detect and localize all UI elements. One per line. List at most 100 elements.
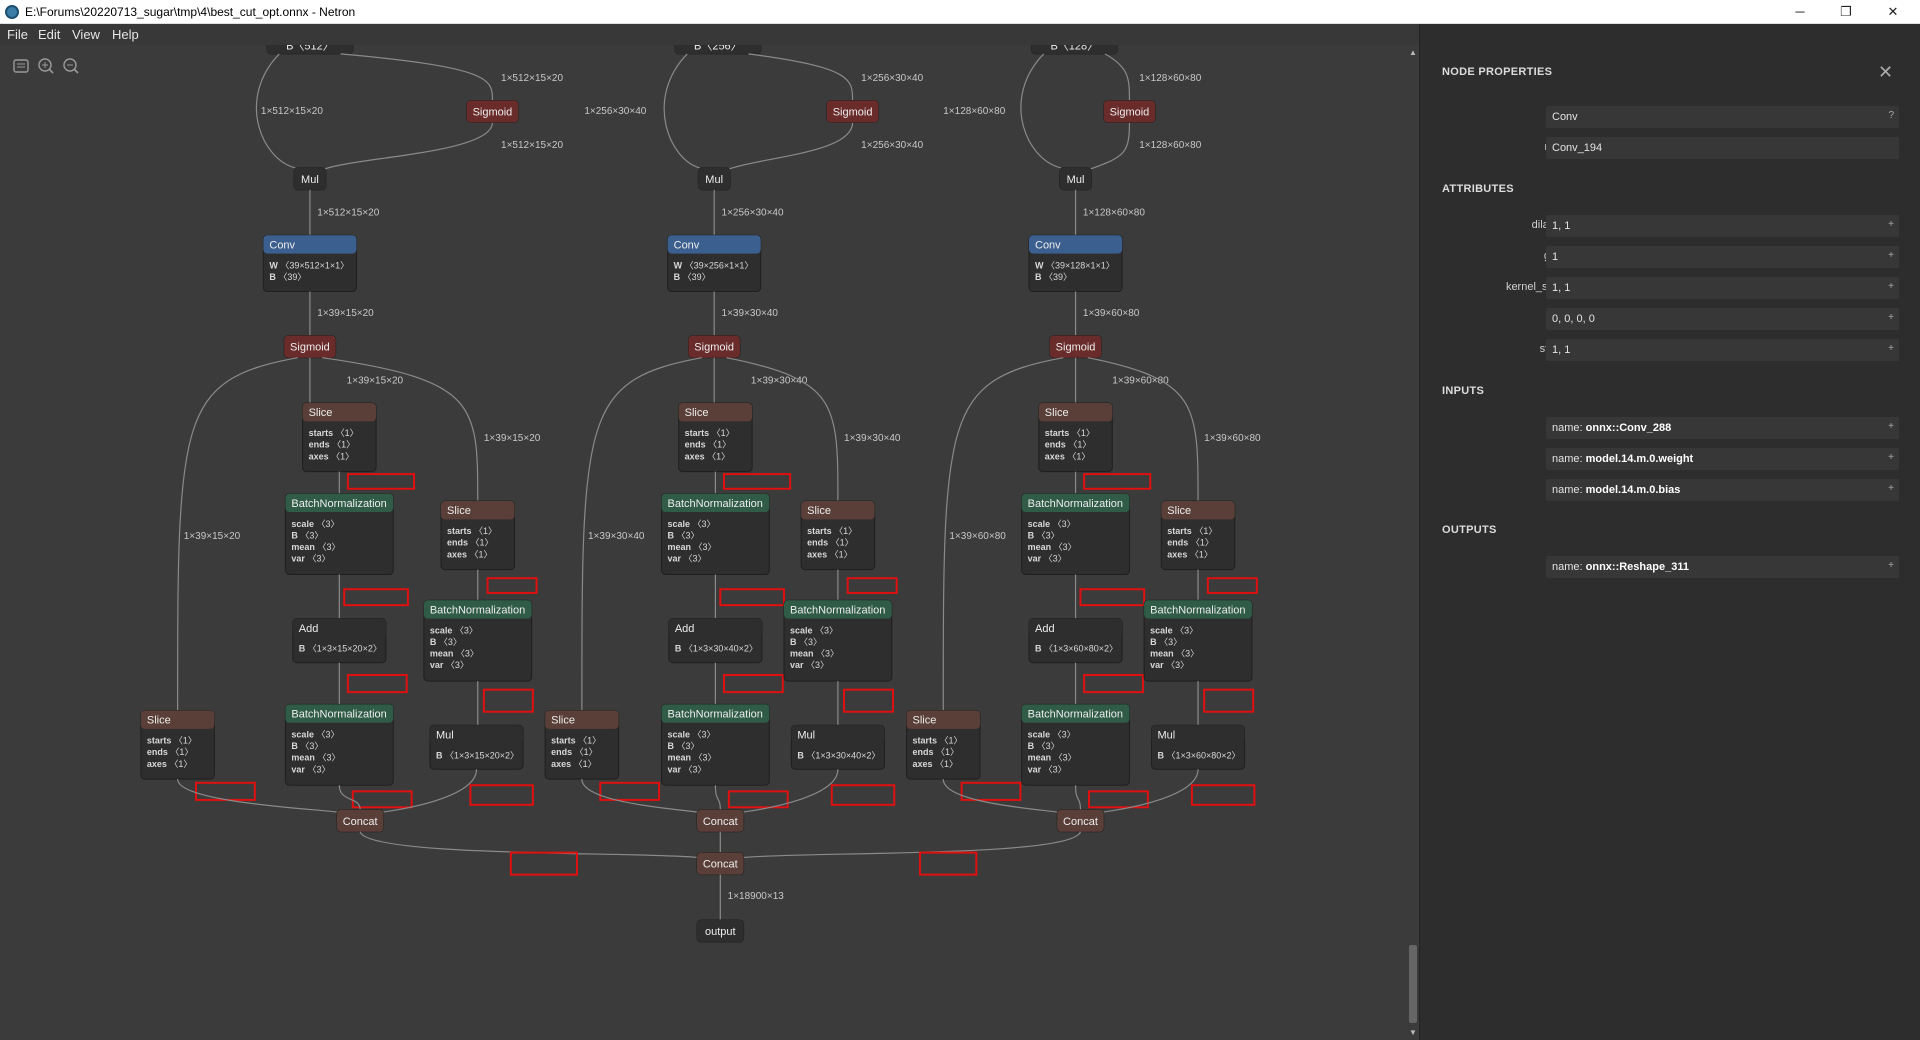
close-window-button[interactable]: ✕ xyxy=(1887,4,1899,19)
edge-shape-label: 1×39×30×40 xyxy=(722,308,779,319)
attr-value[interactable]: 1, 1+ xyxy=(1546,277,1899,299)
concat-node[interactable]: Concat xyxy=(696,809,745,833)
mul-node[interactable]: Mul xyxy=(697,167,731,191)
expand-icon[interactable]: + xyxy=(1888,343,1894,354)
expand-icon[interactable]: + xyxy=(1888,312,1894,323)
concat-node[interactable]: Concat xyxy=(336,809,384,833)
input-value[interactable]: name: model.14.m.0.bias+ xyxy=(1546,479,1899,501)
attr-value[interactable]: 1, 1+ xyxy=(1546,215,1899,237)
attr-value[interactable]: 0, 0, 0, 0+ xyxy=(1546,308,1899,330)
input-value[interactable]: name: model.14.m.0.weight+ xyxy=(1546,448,1899,470)
expand-icon[interactable]: + xyxy=(1888,452,1894,463)
sigmoid-node[interactable]: Sigmoid xyxy=(466,99,519,123)
mul-node[interactable]: Mul xyxy=(293,167,327,191)
expand-icon[interactable]: + xyxy=(1888,421,1894,432)
top-partial-node[interactable]: B〈512〉 xyxy=(266,45,354,55)
edge-shape-label: 1×39×60×80 xyxy=(1083,308,1140,319)
node-title: BatchNormalization xyxy=(668,498,763,510)
graph-edge xyxy=(1102,769,1199,813)
prop-value-type[interactable]: Conv? xyxy=(1546,106,1899,128)
attr-value[interactable]: 1+ xyxy=(1546,246,1899,268)
node-header xyxy=(661,704,770,723)
menu-file[interactable]: File xyxy=(7,27,28,42)
vertical-scrollbar[interactable]: ▲ ▼ xyxy=(1407,45,1419,1040)
sigmoid-node[interactable]: Sigmoid xyxy=(826,99,879,123)
concat-node[interactable]: Concat xyxy=(696,852,745,876)
node-attribute: starts 〈1〉 xyxy=(309,428,359,438)
attr-value[interactable]: 1, 1+ xyxy=(1546,339,1899,361)
zoom-in-icon[interactable] xyxy=(37,57,55,75)
expand-icon[interactable]: + xyxy=(1888,281,1894,292)
top-partial-node[interactable]: B〈256〉 xyxy=(674,45,762,55)
zoom-out-icon[interactable] xyxy=(62,57,80,75)
expand-icon[interactable]: + xyxy=(1888,560,1894,571)
edge-shape-label: 1×18900×13 xyxy=(728,891,785,902)
input-value[interactable]: name: onnx::Conv_288+ xyxy=(1546,417,1899,439)
node-attribute: scale 〈3〉 xyxy=(668,729,716,739)
concat-node[interactable]: Concat xyxy=(1056,809,1105,833)
top-partial-node[interactable]: B〈128〉 xyxy=(1030,45,1118,55)
mul-node[interactable]: Mul xyxy=(1059,167,1092,191)
scroll-up-arrow-icon[interactable]: ▲ xyxy=(1409,48,1417,57)
sigmoid-node[interactable]: Sigmoid xyxy=(1103,99,1156,123)
expand-icon[interactable]: + xyxy=(1888,483,1894,494)
node-title: Concat xyxy=(343,816,378,828)
maximize-button[interactable]: ❐ xyxy=(1840,4,1852,19)
scrollbar-thumb[interactable] xyxy=(1409,945,1417,1023)
menu-help[interactable]: Help xyxy=(112,27,139,42)
panel-title: NODE PROPERTIES xyxy=(1442,66,1553,78)
sidebar-toggle-icon[interactable] xyxy=(12,57,30,75)
sigmoid-node[interactable]: Sigmoid xyxy=(687,335,741,359)
expand-icon[interactable]: + xyxy=(1888,250,1894,261)
input-row-x: X name: onnx::Conv_288+ xyxy=(1420,417,1920,439)
node-attribute: axes 〈1〉 xyxy=(685,451,731,461)
sigmoid-node[interactable]: Sigmoid xyxy=(283,335,337,359)
node-header xyxy=(294,167,326,190)
close-icon[interactable]: ✕ xyxy=(1878,62,1894,82)
minimize-button[interactable]: ─ xyxy=(1795,4,1805,19)
menu-edit[interactable]: Edit xyxy=(38,27,61,42)
node-attribute: var 〈3〉 xyxy=(1028,554,1067,564)
prop-value-name[interactable]: Conv_194 xyxy=(1546,137,1899,159)
help-icon[interactable]: ? xyxy=(1888,110,1894,121)
menu-view[interactable]: View xyxy=(72,27,100,42)
node-header xyxy=(1049,335,1102,358)
scroll-down-arrow-icon[interactable]: ▼ xyxy=(1409,1028,1417,1037)
node-header xyxy=(1144,600,1252,619)
expand-icon[interactable]: + xyxy=(1888,219,1894,230)
sigmoid-node[interactable]: Sigmoid xyxy=(1049,335,1102,359)
node-attribute: scale 〈3〉 xyxy=(668,519,716,529)
highlight-box xyxy=(346,473,416,490)
highlight-box xyxy=(343,588,409,607)
output-value[interactable]: name: onnx::Reshape_311+ xyxy=(1546,556,1899,578)
output-node[interactable]: output xyxy=(696,919,745,943)
